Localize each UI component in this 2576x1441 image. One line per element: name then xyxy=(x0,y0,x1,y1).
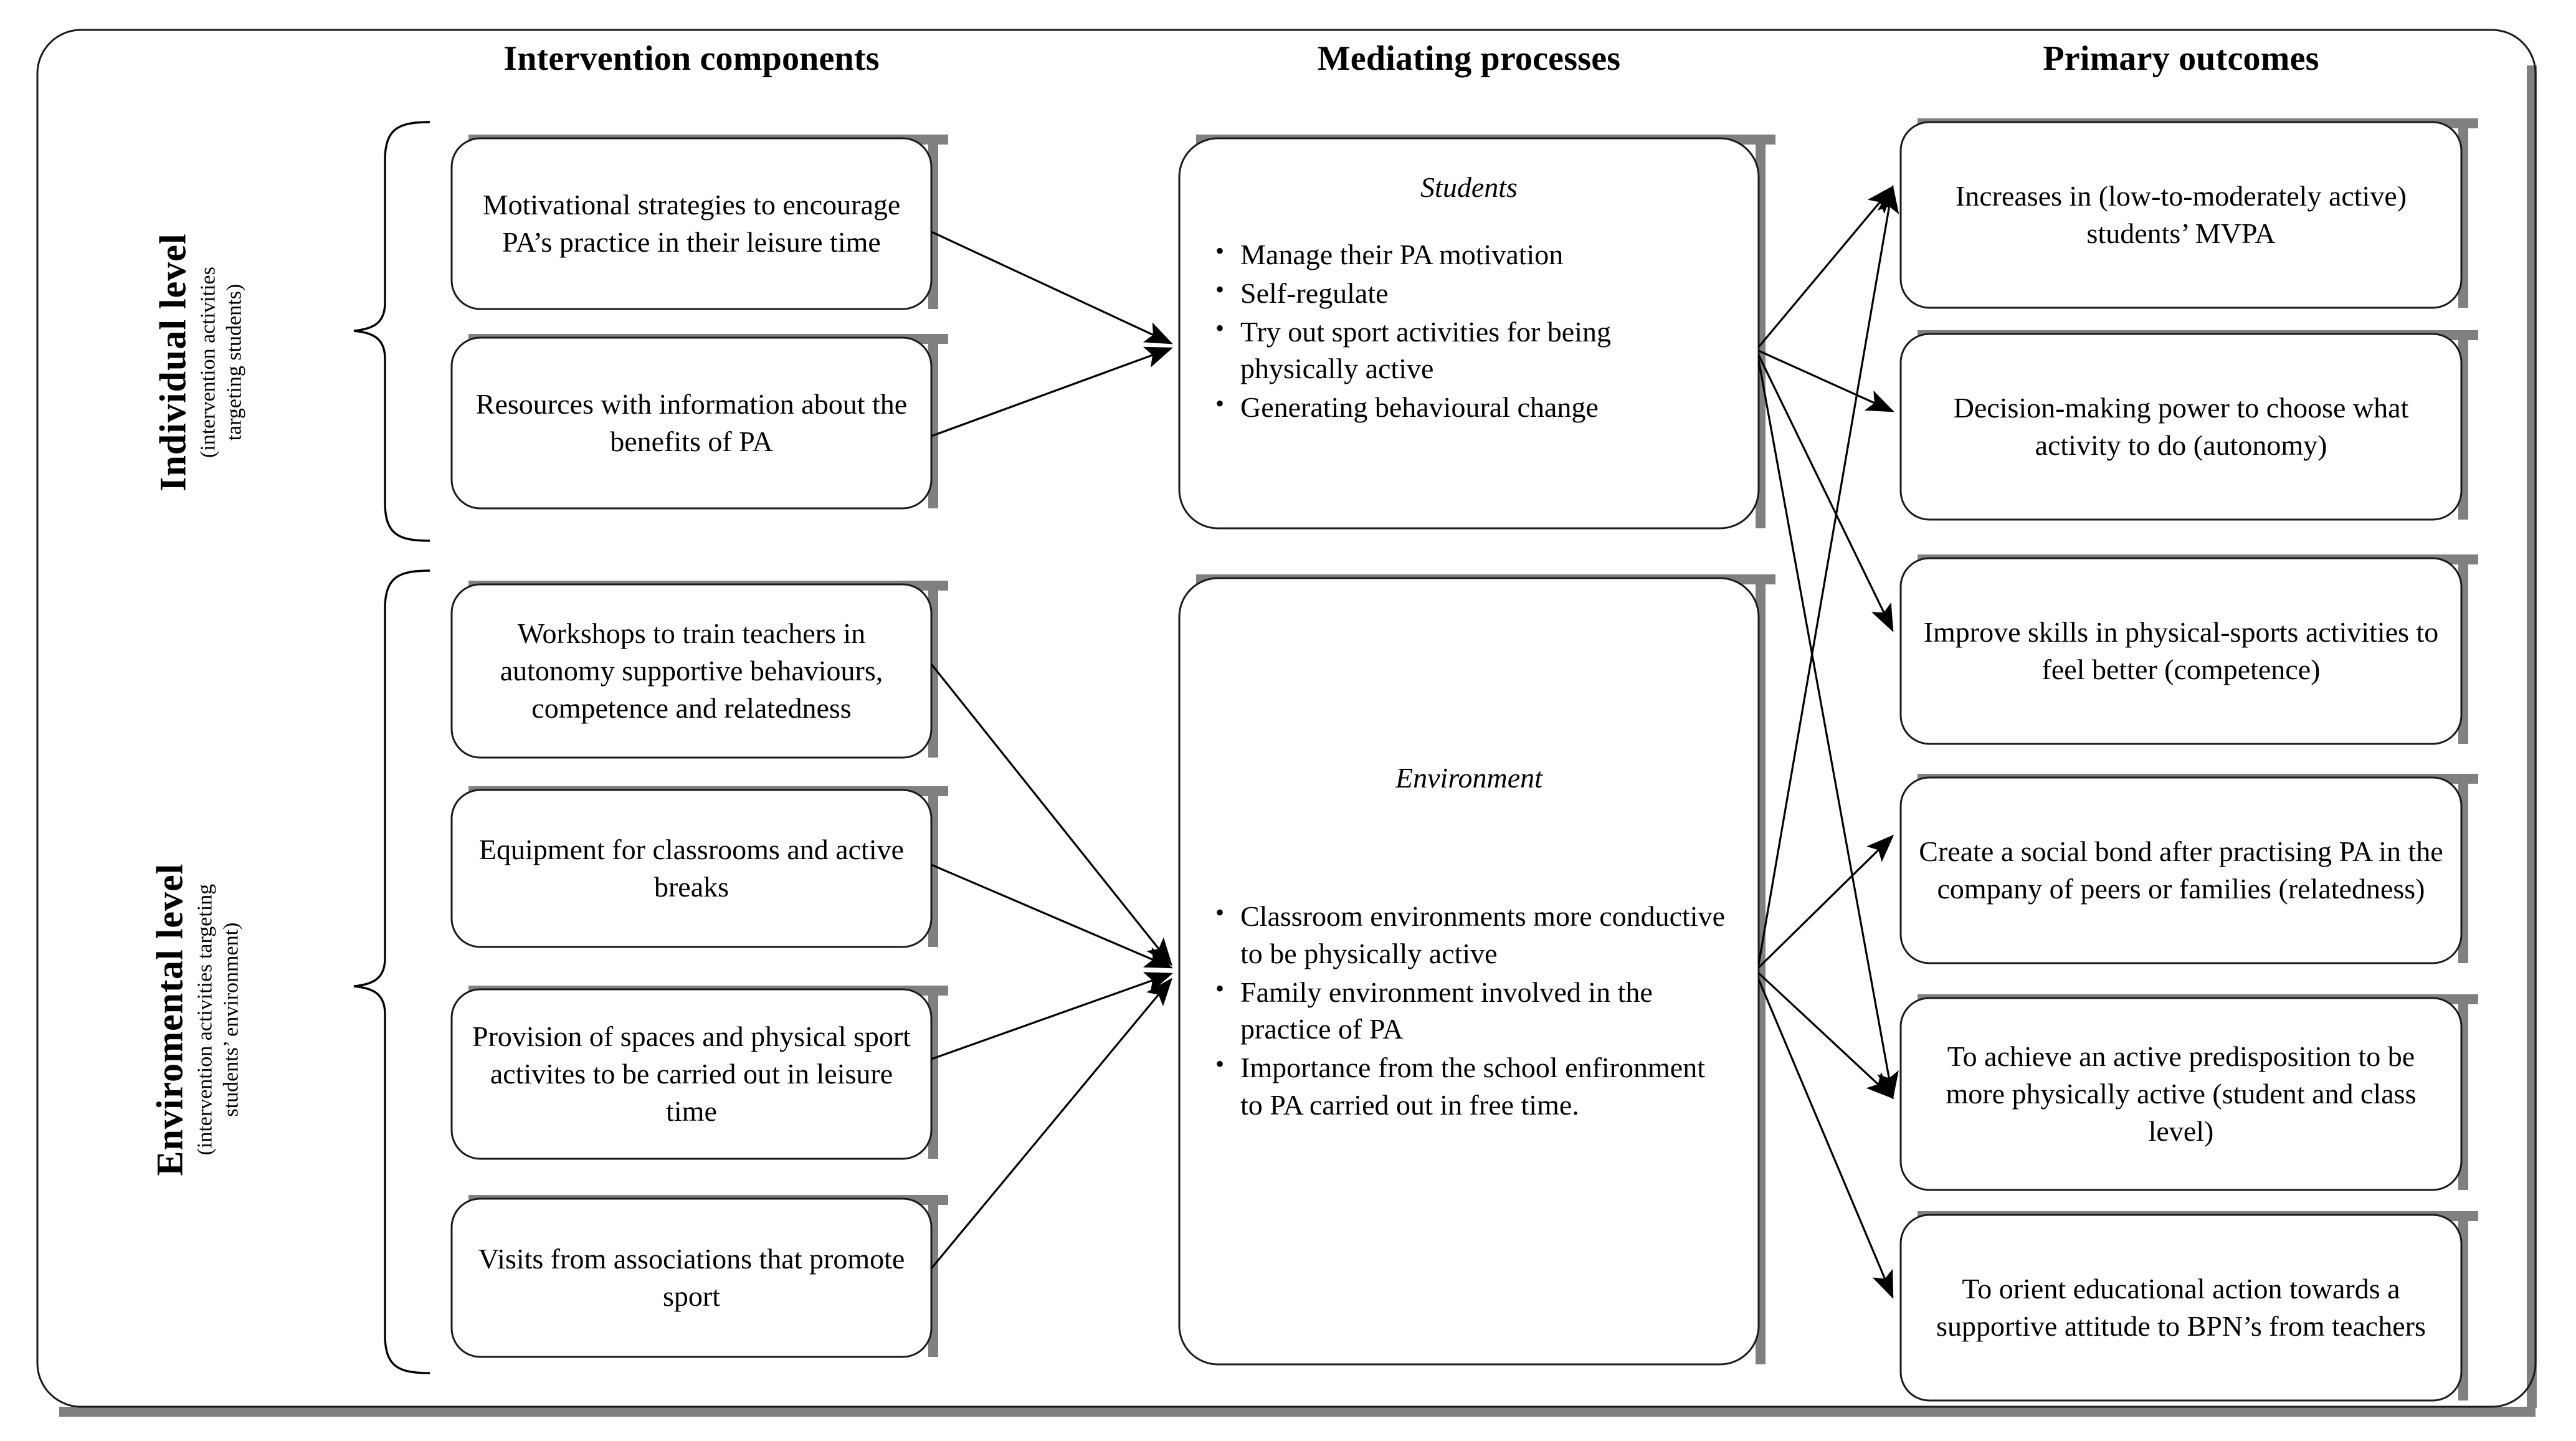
list-item: Try out sport activities for being physi… xyxy=(1208,312,1730,388)
label-ic4: Equipment for classrooms and active brea… xyxy=(478,834,905,903)
connector-environment-to-po4 xyxy=(1757,834,1894,969)
connector-students-to-po1 xyxy=(1757,185,1894,348)
mp-students-title: Students xyxy=(1420,171,1518,203)
outer-frame-shadow xyxy=(59,1407,2536,1417)
box-po6[interactable] xyxy=(1899,1214,2463,1402)
level-subtitle-individual-line2: targeting students) xyxy=(222,283,246,441)
label-po5: To achieve an active predisposition to b… xyxy=(1946,1040,2417,1147)
list-item: Self-regulate xyxy=(1208,273,1730,312)
content-mp-students: Students Manage their PA motivation Self… xyxy=(1179,138,1759,528)
label-po3: Improve skills in physical-sports activi… xyxy=(1923,616,2439,685)
connector-ic3-to-environment xyxy=(930,663,1172,966)
list-item: Importance from the school enfironment t… xyxy=(1208,1048,1730,1124)
box-ic4[interactable] xyxy=(450,789,933,948)
box-po2[interactable] xyxy=(1899,333,2463,521)
connector-environment-to-po5 xyxy=(1757,972,1894,1100)
column-header-mediating: Mediating processes xyxy=(1317,39,1621,78)
list-item: Generating behavioural change xyxy=(1208,388,1730,426)
list-item: Classroom environments more conductive t… xyxy=(1208,896,1730,973)
list-item: Manage their PA motivation xyxy=(1208,235,1730,273)
intervention-component-boxes xyxy=(450,135,948,1358)
level-label-individual: Individual level (intervention activitie… xyxy=(151,113,247,612)
primary-outcome-boxes xyxy=(1899,118,2478,1402)
brace-environmental-level xyxy=(353,569,430,1374)
level-label-environmental: Enviromental level (intervention activit… xyxy=(148,646,244,1394)
label-po2: Decision-making power to choose what act… xyxy=(1953,392,2409,461)
content-mp-environment: Environment Classroom environments more … xyxy=(1179,578,1759,1364)
connector-ic1-to-students xyxy=(931,231,1173,345)
connector-environment-to-po1 xyxy=(1757,184,1899,965)
column-header-outcomes: Primary outcomes xyxy=(2043,39,2319,78)
connector-students-to-po5 xyxy=(1757,359,1899,1100)
box-po4[interactable] xyxy=(1899,776,2463,964)
box-po1[interactable] xyxy=(1899,121,2463,309)
connector-group-mediating-to-outcomes xyxy=(1757,184,1899,1299)
box-ic6[interactable] xyxy=(450,1197,933,1358)
connector-students-to-po3 xyxy=(1757,354,1894,632)
connector-environment-to-po6 xyxy=(1757,979,1894,1299)
connector-ic2-to-students xyxy=(931,346,1174,437)
mp-environment-title: Environment xyxy=(1395,762,1542,794)
label-po6: To orient educational action towards a s… xyxy=(1936,1273,2426,1342)
label-ic3: Workshops to train teachers in autonomy … xyxy=(500,617,883,724)
level-title-individual: Individual level xyxy=(152,233,194,492)
label-ic6: Visits from associations that promote sp… xyxy=(478,1243,905,1312)
label-ic2: Resources with information about the ben… xyxy=(475,388,908,457)
box-ic1[interactable] xyxy=(450,137,933,310)
box-ic5[interactable] xyxy=(450,988,933,1160)
label-po1: Increases in (low-to-moderately active) … xyxy=(1955,180,2407,249)
level-title-environmental: Enviromental level xyxy=(149,863,191,1176)
connector-ic5-to-environment xyxy=(931,972,1174,1060)
level-subtitle-environmental-line2: students’ environment) xyxy=(219,922,243,1117)
connector-students-to-po2 xyxy=(1758,350,1894,412)
connector-ic6-to-environment xyxy=(930,977,1173,1270)
box-ic2[interactable] xyxy=(450,336,933,510)
connector-ic4-to-environment xyxy=(931,863,1173,969)
label-ic1: Motivational strategies to encourage PA’… xyxy=(482,189,901,258)
box-po5[interactable] xyxy=(1899,997,2463,1191)
label-po4: Create a social bond after practising PA… xyxy=(1919,835,2443,905)
brace-individual-level xyxy=(353,121,430,542)
list-item: Family environment involved in the pract… xyxy=(1208,973,1730,1049)
level-subtitle-environmental-line1: (intervention activities targeting xyxy=(193,883,217,1156)
box-po3[interactable] xyxy=(1899,557,2463,745)
column-header-intervention: Intervention components xyxy=(503,39,880,78)
outer-frame xyxy=(36,29,2537,1408)
mp-environment-bullets: Classroom environments more conductive t… xyxy=(1208,896,1730,1124)
mp-students-bullets: Manage their PA motivation Self-regulate… xyxy=(1208,235,1730,426)
connector-group-components-to-mediating xyxy=(930,231,1174,1270)
outer-frame-shadow-right xyxy=(2527,65,2537,1408)
box-ic3[interactable] xyxy=(450,583,933,759)
label-ic5: Provision of spaces and physical sport a… xyxy=(472,1020,911,1127)
level-subtitle-individual-line1: (intervention activities xyxy=(196,267,220,459)
